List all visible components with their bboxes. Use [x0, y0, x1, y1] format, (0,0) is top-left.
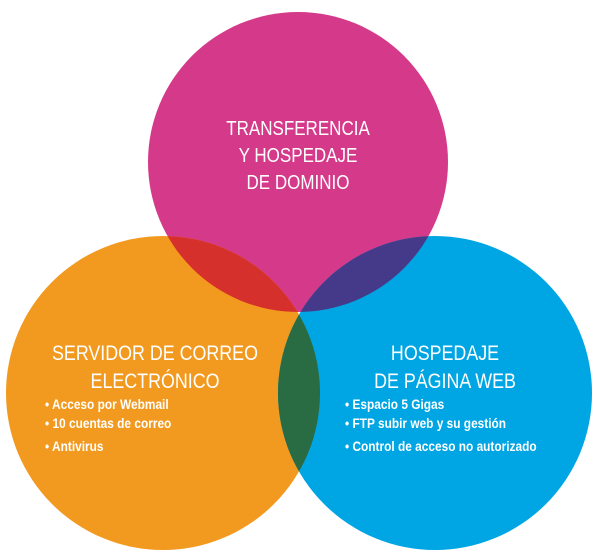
domain-title-line: DE DOMINIO	[246, 172, 350, 194]
list-item: FTP subir web y su gestión	[345, 414, 537, 433]
email-title-line: SERVIDOR DE CORREO	[52, 342, 258, 365]
web-title: HOSPEDAJE DE PÁGINA WEB	[347, 340, 543, 396]
list-item: Acceso por Webmail	[45, 395, 171, 414]
web-title-line: DE PÁGINA WEB	[374, 370, 516, 393]
domain-title-line: TRANSFERENCIA	[226, 118, 370, 140]
web-title-line: HOSPEDAJE	[390, 342, 500, 365]
list-item: Control de acceso no autorizado	[345, 437, 536, 456]
email-title-line: ELECTRÓNICO	[90, 370, 220, 393]
web-feature-list: Espacio 5 Gigas FTP subir web y su gesti…	[345, 395, 537, 456]
domain-title-line: Y HOSPEDAJE	[238, 145, 358, 167]
circle-email	[6, 236, 320, 550]
email-feature-list: Acceso por Webmail 10 cuentas de correo …	[45, 395, 171, 456]
list-item: 10 cuentas de correo	[45, 414, 171, 433]
domain-title: TRANSFERENCIA Y HOSPEDAJE DE DOMINIO	[213, 116, 383, 197]
email-title: SERVIDOR DE CORREO ELECTRÓNICO	[32, 340, 279, 396]
circle-web	[278, 236, 592, 550]
list-item: Espacio 5 Gigas	[345, 395, 537, 414]
circle-domain	[148, 12, 448, 312]
list-item: Antivirus	[45, 437, 171, 456]
